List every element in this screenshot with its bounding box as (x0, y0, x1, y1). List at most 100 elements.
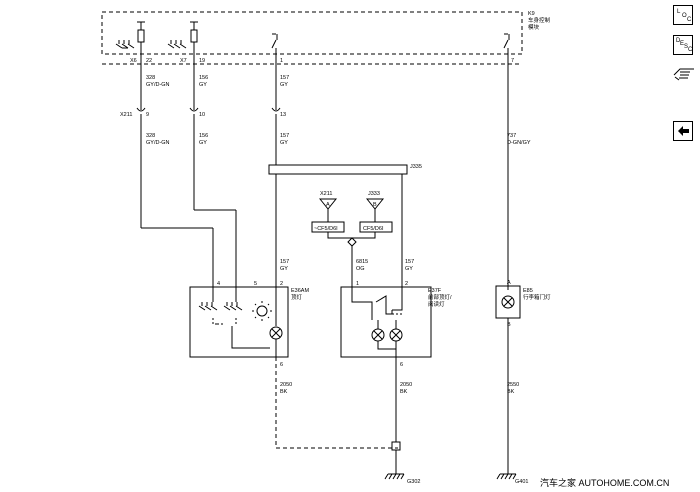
pin-x7-number: 19 (199, 58, 205, 64)
description-button[interactable]: D E S C (673, 35, 693, 55)
reading-lamp-pin-6: 6 (400, 362, 403, 368)
wire-156-mid-color: GY (199, 140, 207, 146)
option-box-b (359, 221, 393, 233)
reading-lamp-id: E37F (428, 288, 442, 294)
option-triangle-a (318, 198, 338, 210)
reading-lamp-name-2: 阅读灯 (428, 300, 445, 308)
pin-x6-connector: X6 (130, 58, 137, 64)
option-triangle-b (365, 198, 385, 210)
dome-lamp-sun-icon (256, 305, 268, 317)
dome-lamp-box (189, 286, 289, 358)
wire-156-circuit: 156 (199, 75, 208, 81)
module-switch-1 (271, 33, 278, 49)
dome-lamp-id: E36AM (291, 288, 309, 294)
reading-lamp-switch (375, 295, 393, 315)
splice-bar (268, 164, 408, 175)
pin-x7-connector: X7 (180, 58, 187, 64)
trunk-lamp-pin-a: A (507, 280, 511, 286)
dome-lamp-pin-4: 4 (217, 281, 220, 287)
ground-connector-box (391, 441, 401, 451)
output-driver-1 (137, 29, 145, 43)
inline-connector-pin-9 (136, 107, 146, 112)
inline-pin-10: 10 (199, 112, 205, 118)
loc-letter-l: L (677, 9, 681, 15)
reading-lamp-name-1: 前部顶灯/ (428, 293, 452, 301)
option-a-label: ~CF5/D6I (314, 226, 338, 232)
wire-157-lower-2-color: GY (405, 266, 413, 272)
module-name-2: 模块 (528, 23, 540, 31)
wire-328-mid-color: GY/D-GN (146, 140, 170, 146)
dome-lamp-output-icon (115, 40, 135, 49)
wire-328-mid-circuit: 328 (146, 133, 155, 139)
module-id: K9 (528, 11, 535, 17)
dome-lamp-pin-6: 6 (280, 362, 283, 368)
ground-wire-3-color: BK (507, 389, 515, 395)
wire-156-mid-circuit: 156 (199, 133, 208, 139)
inline-pin-9: 9 (146, 112, 149, 118)
ground-wire-2-color: BK (400, 389, 408, 395)
loc-letter-c: C (687, 17, 692, 23)
wire-6815-color: OG (356, 266, 365, 272)
option-b-letter: B (373, 202, 377, 208)
desc-letter-c: C (688, 47, 693, 53)
splice-id: J335 (410, 164, 422, 170)
dome-lamp-pin-2: 2 (280, 281, 283, 287)
reading-lamp-box (340, 286, 432, 358)
option-diamond (347, 237, 357, 247)
option-b-label: CF5/D6I (363, 226, 384, 232)
back-button[interactable] (673, 121, 693, 141)
ground-wire-2-circuit: 2050 (400, 382, 412, 388)
watermark: 汽车之家 AUTOHOME.COM.CN (540, 478, 670, 488)
pin-1-number: 1 (280, 58, 283, 64)
pointing-hand-icon[interactable] (672, 63, 696, 83)
wire-157-lower-2-circuit: 157 (405, 259, 414, 265)
dome-lamp-pin-5: 5 (254, 281, 257, 287)
dome-lamp-name: 顶灯 (291, 293, 303, 301)
wire-157-color: GY (280, 82, 288, 88)
desc-letter-s: S (684, 44, 689, 50)
reading-lamp-pin-2: 2 (405, 281, 408, 287)
reading-lamp-pin-1: 1 (356, 281, 359, 287)
ground-g302-label: G302 (407, 479, 420, 485)
option-b-ref: J333 (368, 191, 380, 197)
desc-letter-e: E (680, 41, 685, 47)
wire-157-circuit: 157 (280, 75, 289, 81)
inline-pin-13: 13 (280, 112, 286, 118)
trunk-lamp-name: 行李箱门灯 (523, 293, 551, 301)
ground-g401-label: G401 (515, 479, 528, 485)
wire-157-mid-color: GY (280, 140, 288, 146)
wire-737-circuit: 737 (507, 133, 516, 139)
reading-lamp-output-icon (167, 40, 187, 49)
location-button[interactable]: L O C (673, 5, 693, 25)
loc-letter-o: O (682, 13, 687, 19)
ground-wire-1-color: BK (280, 389, 288, 395)
wire-6815-circuit: 6815 (356, 259, 368, 265)
trunk-lamp-pin-b: B (507, 322, 511, 328)
inline-connector-pin-10 (189, 107, 199, 112)
wire-737-color: D-GN/GY (507, 140, 531, 146)
trunk-lamp-bulb (501, 295, 515, 309)
ground-symbol-g302 (384, 473, 405, 480)
dome-lamp-switch-icon (198, 302, 218, 311)
pin-7-number: 7 (511, 58, 514, 64)
pin-x6-number: 22 (146, 58, 152, 64)
option-a-letter: A (326, 202, 330, 208)
wire-157-mid-circuit: 157 (280, 133, 289, 139)
inline-connector-pin-13 (271, 107, 281, 112)
ground-wire-3-circuit: 2550 (507, 382, 519, 388)
desc-letter-d: D (676, 38, 681, 44)
wire-156-color: GY (199, 82, 207, 88)
wire-328-circuit: 328 (146, 75, 155, 81)
output-driver-2 (190, 29, 198, 43)
wire-157-lower-1-color: GY (280, 266, 288, 272)
option-a-ref: X211 (320, 191, 332, 197)
left-arrow-icon (676, 124, 690, 143)
ground-symbol-g401 (496, 473, 517, 480)
module-box (101, 11, 523, 55)
module-name-1: 车身控制 (528, 16, 551, 24)
inline-connector-id: X211 (120, 112, 132, 118)
wire-157-lower-1-circuit: 157 (280, 259, 289, 265)
trunk-lamp-id: E85 (523, 288, 533, 294)
module-switch-2 (503, 33, 510, 49)
